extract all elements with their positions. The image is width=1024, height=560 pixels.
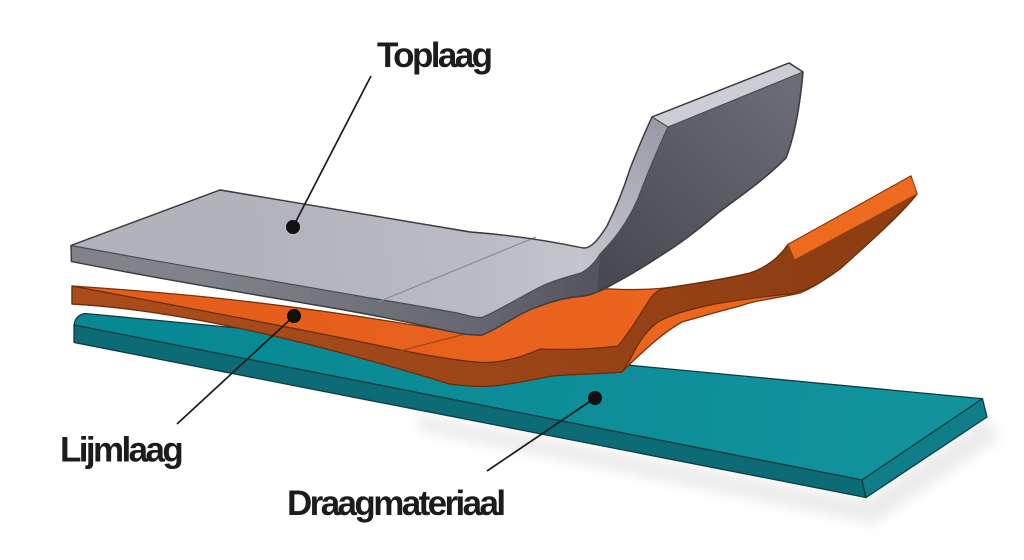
svg-text:Toplaag: Toplaag: [377, 36, 492, 75]
svg-text:Lijmlaag: Lijmlaag: [60, 431, 182, 470]
svg-text:Draagmateriaal: Draagmateriaal: [287, 484, 504, 523]
